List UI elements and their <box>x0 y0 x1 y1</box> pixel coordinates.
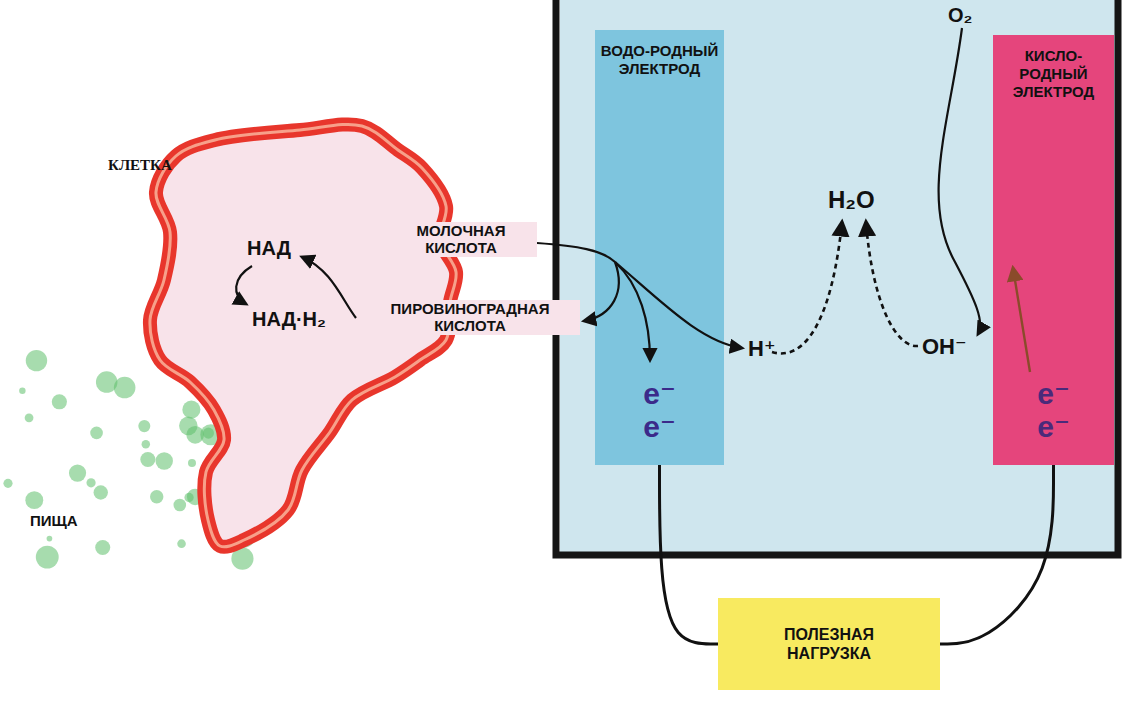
electron-symbol: e⁻ <box>1037 410 1070 443</box>
food-particle <box>188 459 196 467</box>
food-label: ПИЩА <box>28 512 80 529</box>
label-holder: H⁺ <box>746 336 796 361</box>
label-holder: ПИЩА <box>28 512 118 530</box>
label-holder: H₂O <box>826 186 896 214</box>
food-particle <box>26 350 47 371</box>
food-particle <box>3 479 12 488</box>
electron-symbol: e⁻ <box>643 410 676 443</box>
cell-housing <box>556 0 1118 555</box>
node-title: КИСЛО-РОДНЫЙ ЭЛЕКТРОД <box>993 47 1114 101</box>
label-holder: НАД·Н₂ <box>250 308 350 331</box>
label-holder: O₂ <box>946 4 986 27</box>
oxygen-electrode: КИСЛО-РОДНЫЙ ЭЛЕКТРОД e⁻e⁻ <box>993 35 1114 465</box>
food-particle <box>156 452 173 469</box>
label-holder: НАД <box>245 237 325 260</box>
node-title: ПОЛЕЗНАЯ НАГРУЗКА <box>765 625 893 663</box>
food-particle <box>47 536 53 542</box>
hydrogen-electrode: ВОДО-РОДНЫЙ ЭЛЕКТРОД e⁻e⁻ <box>595 30 724 465</box>
nad-reduction-arrow <box>236 266 252 304</box>
food-particle <box>52 394 67 409</box>
molecule-label: O₂ <box>946 4 974 27</box>
food-particle <box>36 546 59 569</box>
food-particle <box>177 539 186 548</box>
food-particle <box>182 401 200 419</box>
electron-symbol: e⁻ <box>1037 377 1070 410</box>
food-particle <box>142 440 150 448</box>
oxygen-arrow <box>939 28 981 334</box>
substance-label: ПИРОВИНОГРАДНАЯ КИСЛОТА <box>360 300 580 335</box>
cell: КЛЕТКА <box>100 110 460 560</box>
food-particle <box>86 478 95 487</box>
proton-water-arrow <box>772 222 842 353</box>
molecule-label: H₂O <box>826 186 877 214</box>
hydroxide-water-arrow <box>866 222 918 346</box>
cell-membrane-inner <box>150 124 456 546</box>
electron-symbol: e⁻ <box>643 377 676 410</box>
wire <box>660 465 719 644</box>
wire <box>940 465 1054 644</box>
food-particle <box>96 371 118 393</box>
food-particle <box>140 452 155 467</box>
node-title: КЛЕТКА <box>104 156 176 174</box>
coenzyme-label: НАД <box>245 237 293 260</box>
coenzyme-label: НАД·Н₂ <box>250 308 328 331</box>
food-particle <box>94 485 108 499</box>
food-particle <box>25 491 43 509</box>
food-particle <box>19 388 25 394</box>
food-particle <box>138 420 150 432</box>
food-particle <box>90 427 103 440</box>
node-title: ВОДО-РОДНЫЙ ЭЛЕКТРОД <box>595 42 724 78</box>
cell-outline <box>100 110 460 560</box>
proton-arrow <box>615 262 742 348</box>
food-particle <box>69 464 86 481</box>
label-holder: ПИРОВИНОГРАДНАЯ КИСЛОТА <box>360 300 580 335</box>
label-holder: OH⁻ <box>920 334 978 359</box>
ion-label: H⁺ <box>746 336 778 361</box>
label-holder: МОЛОЧНАЯ КИСЛОТА <box>385 222 537 257</box>
pyruvate-arrow <box>584 262 619 321</box>
food-particle <box>25 413 34 422</box>
food-particle <box>95 540 110 555</box>
food-particle <box>173 499 186 512</box>
ion-label: OH⁻ <box>920 334 969 359</box>
substance-label: МОЛОЧНАЯ КИСЛОТА <box>385 222 537 257</box>
electrolyte <box>560 0 1115 552</box>
cell-membrane <box>150 124 456 546</box>
load-box: ПОЛЕЗНАЯ НАГРУЗКА <box>718 598 940 690</box>
electron-flow-arrow <box>1013 268 1030 372</box>
food-particle <box>184 493 193 502</box>
lactate-arrow <box>537 243 615 262</box>
food-particle <box>150 490 163 503</box>
